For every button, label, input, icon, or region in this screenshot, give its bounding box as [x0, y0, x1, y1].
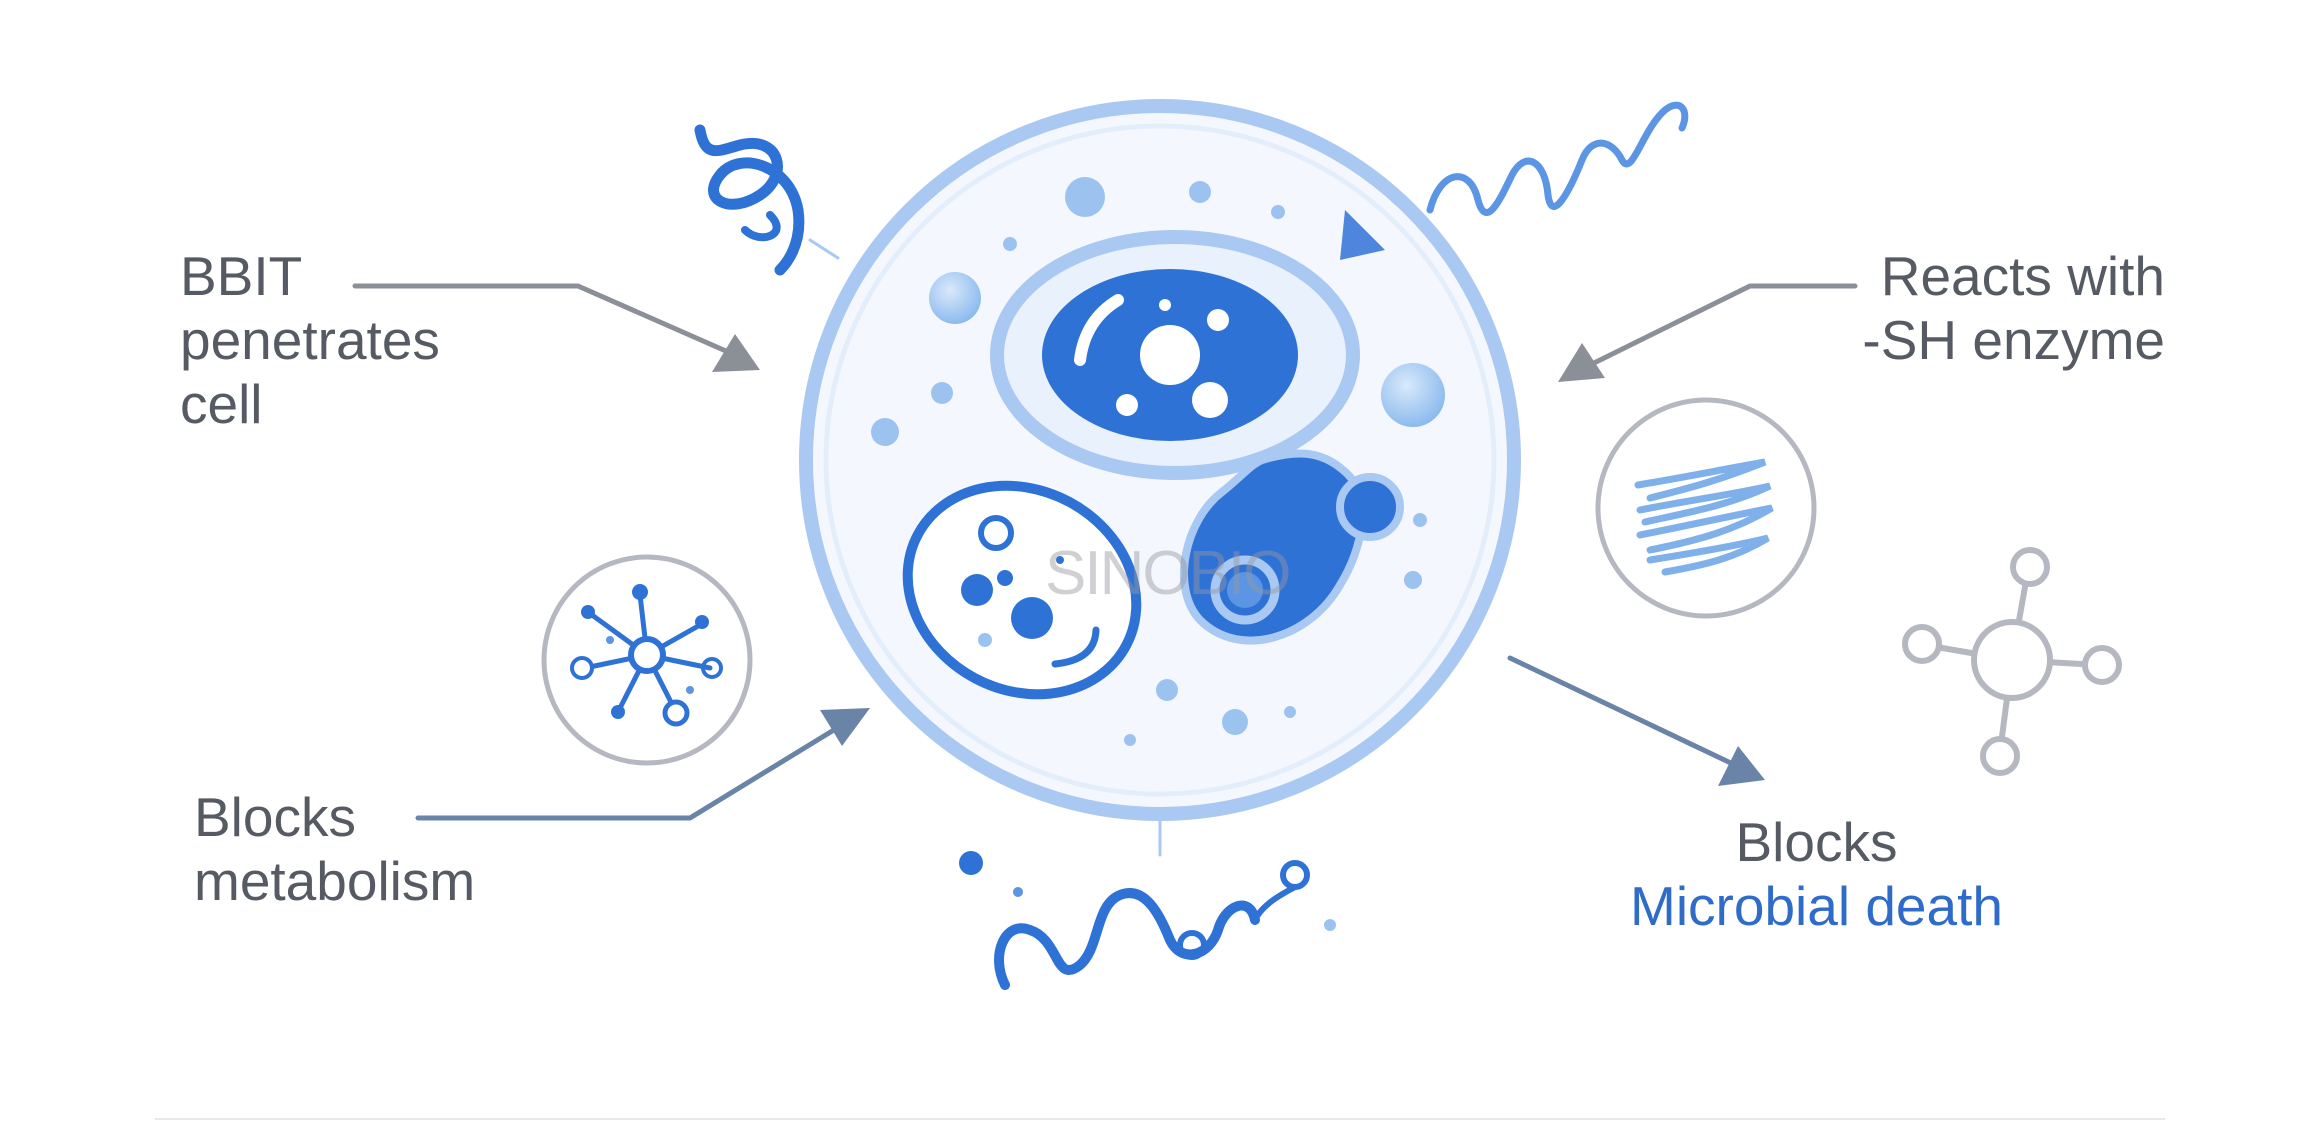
scatter-dots	[959, 851, 1336, 931]
label-bbit-penetrates-cell: BBIT penetrates cell	[180, 244, 440, 436]
label-blocks-metabolism: Blocks metabolism	[194, 785, 475, 913]
molecule-node-icon	[1902, 547, 2122, 776]
label-blocks-microbial-death: Blocks Microbial death	[1630, 810, 2003, 938]
dna-strand-icon	[1426, 101, 1689, 217]
label-line: metabolism	[194, 850, 476, 912]
label-line: Blocks	[194, 786, 356, 848]
arrows	[352, 283, 1858, 821]
nucleus	[990, 230, 1360, 480]
arrow-metabolism	[415, 708, 870, 821]
dna-strand-icon	[694, 124, 840, 276]
arrow-reacts	[1558, 283, 1858, 382]
dna-strand-icon	[994, 813, 1310, 990]
label-line: Reacts with	[1880, 245, 2165, 307]
label-line: BBIT	[180, 245, 303, 307]
label-line: cell	[180, 373, 263, 435]
label-line: penetrates	[180, 309, 440, 371]
cytoplasm-particles	[871, 177, 1445, 746]
arrow-penetrates	[352, 283, 760, 372]
divider	[155, 1118, 2165, 1120]
organelle-oval	[902, 480, 1142, 700]
organelle-budding	[1180, 449, 1404, 645]
watermark: SINOBIO	[1045, 539, 1291, 608]
label-line: Blocks	[1735, 811, 1898, 873]
molecule-network-icon	[541, 554, 753, 766]
arrow-death	[1507, 655, 1765, 786]
cell	[799, 99, 1521, 821]
label-reacts-with-sh-enzyme: Reacts with -SH enzyme	[1862, 244, 2165, 372]
membrane-notch	[1340, 210, 1385, 260]
label-line-accent: Microbial death	[1630, 875, 2003, 937]
label-line: -SH enzyme	[1862, 309, 2165, 371]
fibre-bundle-icon	[1595, 397, 1817, 619]
